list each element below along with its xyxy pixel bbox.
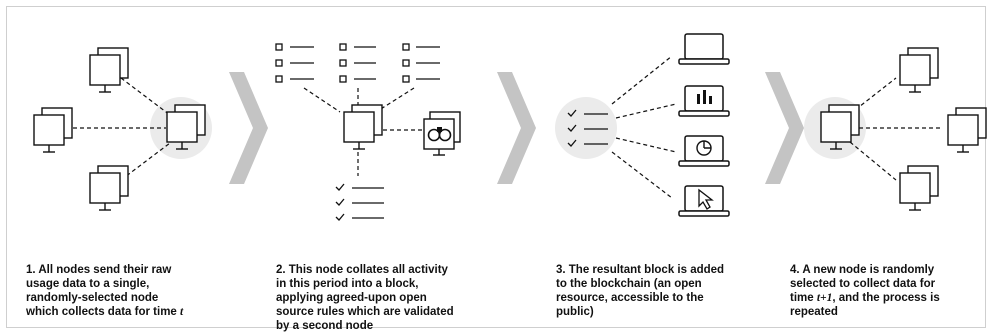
step-3-graphic bbox=[555, 33, 730, 217]
computer-icon bbox=[33, 107, 73, 153]
chevron-arrow-1 bbox=[229, 72, 268, 184]
computer-icon bbox=[89, 165, 129, 211]
computer-icon bbox=[89, 47, 129, 93]
bar-chart-icon bbox=[678, 85, 730, 117]
time-variable: t bbox=[180, 306, 184, 318]
step-1-graphic bbox=[33, 47, 212, 211]
step-4-caption: 4. A new node is randomly selected to co… bbox=[790, 264, 940, 318]
step-2-caption: 2. This node collates all activity in th… bbox=[276, 264, 454, 332]
chevron-arrow-3 bbox=[765, 72, 804, 184]
cursor-icon bbox=[678, 185, 730, 217]
time-variable: t+1 bbox=[816, 292, 833, 304]
pie-chart-icon bbox=[678, 135, 730, 167]
block-halo bbox=[555, 97, 617, 159]
computer-icon bbox=[343, 104, 383, 150]
step-3-caption: 3. The resultant block is added to the b… bbox=[556, 264, 725, 318]
checklist-icon bbox=[567, 109, 608, 147]
list-icon bbox=[402, 43, 440, 83]
step-4-graphic bbox=[804, 47, 987, 211]
computer-icon bbox=[899, 165, 939, 211]
checklist-icon bbox=[335, 183, 384, 221]
list-icon bbox=[275, 43, 314, 83]
diagram-frame bbox=[6, 6, 986, 328]
step-1-caption: 1. All nodes send their raw usage data t… bbox=[26, 264, 184, 318]
step-2-graphic bbox=[275, 43, 461, 221]
laptop-icon bbox=[678, 33, 730, 65]
binoculars-icon bbox=[423, 111, 461, 156]
computer-icon bbox=[899, 47, 939, 93]
computer-icon bbox=[947, 107, 987, 153]
chevron-arrow-2 bbox=[497, 72, 536, 184]
list-icon bbox=[339, 43, 376, 83]
